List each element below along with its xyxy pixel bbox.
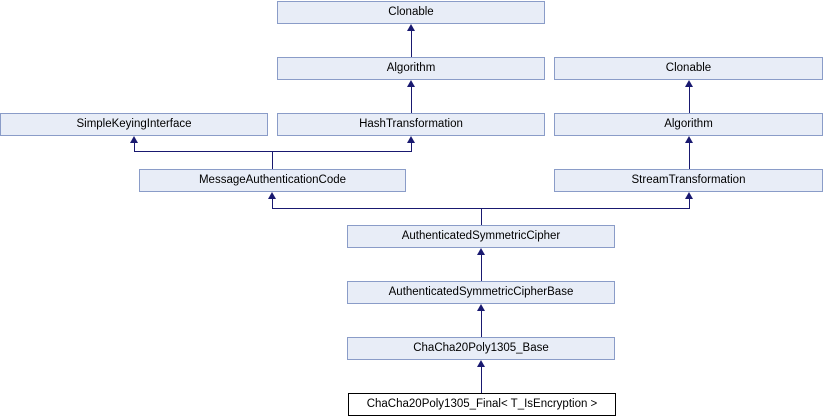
arrow-up-icon xyxy=(407,24,415,31)
arrow-up-icon xyxy=(130,136,138,143)
edge-line xyxy=(481,255,482,281)
edge-line xyxy=(481,367,482,393)
class-node-clonable-right[interactable]: Clonable xyxy=(554,57,823,80)
arrow-up-icon xyxy=(477,248,485,255)
class-node-authenticated-symmetric-cipher-base[interactable]: AuthenticatedSymmetricCipherBase xyxy=(347,281,615,304)
edge-line xyxy=(411,143,412,152)
edge-line xyxy=(689,143,690,169)
class-node-hash-transformation[interactable]: HashTransformation xyxy=(277,113,545,136)
class-node-clonable-top[interactable]: Clonable xyxy=(277,1,545,24)
class-node-chacha20poly1305-final-current: ChaCha20Poly1305_Final< T_IsEncryption > xyxy=(348,393,616,416)
arrow-up-icon xyxy=(407,80,415,87)
arrow-up-icon xyxy=(477,304,485,311)
edge-line xyxy=(689,199,690,208)
class-node-label: AuthenticatedSymmetricCipherBase xyxy=(388,286,574,298)
arrow-up-icon xyxy=(268,192,276,199)
edge-line xyxy=(272,199,273,208)
class-node-label: ChaCha20Poly1305_Base xyxy=(413,342,549,354)
arrow-up-icon xyxy=(685,192,693,199)
class-node-label: Algorithm xyxy=(386,62,436,74)
edge-line xyxy=(689,87,690,113)
class-node-message-authentication-code[interactable]: MessageAuthenticationCode xyxy=(139,169,406,192)
arrow-up-icon xyxy=(685,136,693,143)
arrow-up-icon xyxy=(685,80,693,87)
class-node-label: Clonable xyxy=(665,62,712,74)
class-node-label: ChaCha20Poly1305_Final< T_IsEncryption > xyxy=(366,398,598,410)
class-node-label: AuthenticatedSymmetricCipher xyxy=(401,230,561,242)
edge-line xyxy=(481,208,482,225)
edge-line xyxy=(411,31,412,57)
class-node-label: Clonable xyxy=(388,6,434,18)
class-node-label: MessageAuthenticationCode xyxy=(198,174,347,186)
class-node-authenticated-symmetric-cipher[interactable]: AuthenticatedSymmetricCipher xyxy=(347,225,615,248)
class-node-algorithm-right[interactable]: Algorithm xyxy=(554,113,823,136)
edge-line xyxy=(134,151,412,152)
class-node-label: Algorithm xyxy=(664,118,713,130)
class-node-stream-transformation[interactable]: StreamTransformation xyxy=(554,169,823,192)
arrow-up-icon xyxy=(477,360,485,367)
class-node-label: StreamTransformation xyxy=(631,174,746,186)
edge-line xyxy=(481,311,482,337)
edge-line xyxy=(272,151,273,169)
class-node-simple-keying-interface[interactable]: SimpleKeyingInterface xyxy=(0,113,268,136)
class-node-label: HashTransformation xyxy=(359,118,463,130)
class-node-chacha20poly1305-base[interactable]: ChaCha20Poly1305_Base xyxy=(347,337,615,360)
arrow-up-icon xyxy=(407,136,415,143)
edge-line xyxy=(134,143,135,152)
class-node-algorithm-left[interactable]: Algorithm xyxy=(277,57,545,80)
edge-line xyxy=(411,87,412,113)
class-node-label: SimpleKeyingInterface xyxy=(76,118,192,130)
